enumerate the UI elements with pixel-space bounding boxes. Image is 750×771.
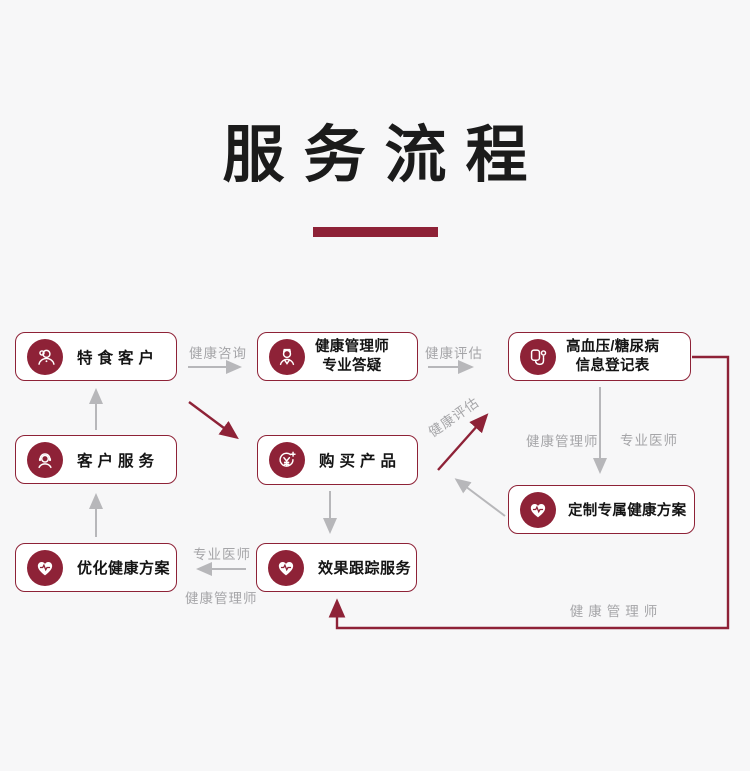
node-label-line2: 专业答疑 — [322, 357, 382, 374]
node-label: 购买产品 — [319, 453, 402, 470]
node-custom-health-plan: 定制专属健康方案 — [508, 485, 695, 534]
node-effect-tracking: 效果跟踪服务 — [256, 543, 417, 592]
heart-pulse-icon — [278, 561, 294, 575]
node-health-manager-qa: 健康管理师 专业答疑 — [257, 332, 418, 381]
blood-pressure-monitor-icon — [530, 348, 547, 365]
node-optimize-health-plan: 优化健康方案 — [15, 543, 177, 592]
edge-label-pro-doctor-bottom: 专业医师 — [193, 547, 251, 562]
edge-label-health-assess-diagonal: 健康评估 — [425, 394, 482, 441]
node-label: 特食客户 — [77, 349, 160, 367]
node-customer-service: 客户服务 — [15, 435, 177, 484]
heart-pulse-icon — [530, 503, 546, 517]
node-label: 客户服务 — [77, 452, 160, 470]
people-icon — [38, 349, 55, 365]
edge-label-health-manager-far: 健康管理师 — [569, 604, 663, 619]
arrow-plan-to-purchase — [454, 478, 506, 517]
node-label: 定制专属健康方案 — [568, 503, 687, 519]
yuan-coin-plus-icon — [279, 451, 296, 467]
edge-label-health-assess: 健康评估 — [425, 346, 483, 361]
title-underline — [313, 227, 438, 237]
page-title: 服务流程 — [222, 118, 547, 191]
doctor-icon — [279, 348, 295, 365]
node-label-line1: 高血压/糖尿病 — [566, 338, 660, 355]
node-special-food-customers: 特食客户 — [15, 332, 177, 381]
edge-label-health-manager-bottom: 健康管理师 — [185, 591, 258, 606]
heart-pulse-icon — [37, 561, 53, 575]
node-label-line1: 健康管理师 — [315, 338, 389, 355]
edge-label-health-manager: 健康管理师 — [526, 434, 599, 449]
headset-icon — [38, 452, 52, 468]
node-label: 优化健康方案 — [77, 560, 171, 577]
node-registration-form: 高血压/糖尿病 信息登记表 — [508, 332, 691, 381]
edge-label-health-consult: 健康咨询 — [189, 346, 247, 361]
node-purchase-product: 购买产品 — [257, 435, 418, 485]
arrow-customer-to-purchase — [188, 401, 239, 440]
node-label-line2: 信息登记表 — [575, 357, 650, 374]
edge-label-pro-doctor: 专业医师 — [620, 433, 678, 448]
node-label: 效果跟踪服务 — [318, 560, 412, 577]
